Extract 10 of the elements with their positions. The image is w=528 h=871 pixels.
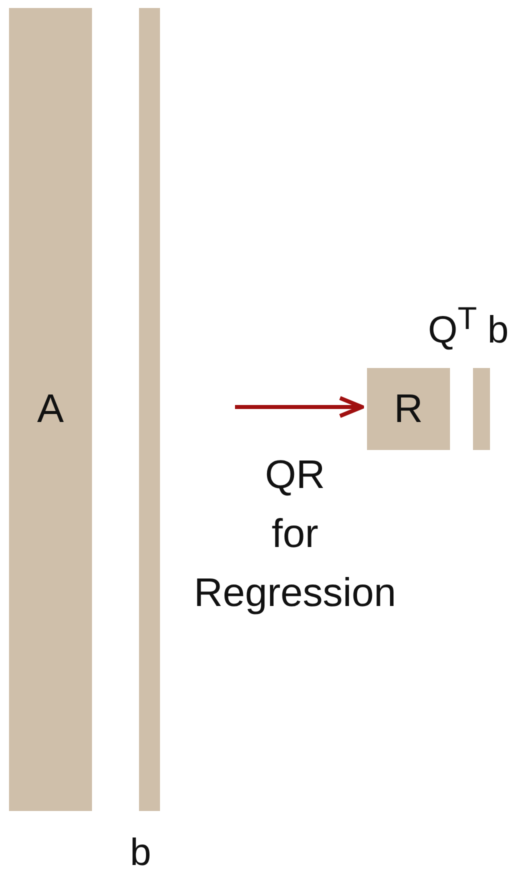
bar-shape (473, 368, 490, 450)
matrix-label: A (37, 387, 64, 432)
vector-label: Q$^{T}$ b (428, 300, 509, 353)
vector-label: b (130, 832, 152, 871)
matrix-block (367, 368, 450, 450)
bar-shape (139, 8, 160, 811)
caption-text: QR for Regression (192, 452, 398, 617)
arrow (235, 396, 364, 418)
matrix-label: R (394, 386, 423, 432)
matrix-block (9, 8, 92, 811)
